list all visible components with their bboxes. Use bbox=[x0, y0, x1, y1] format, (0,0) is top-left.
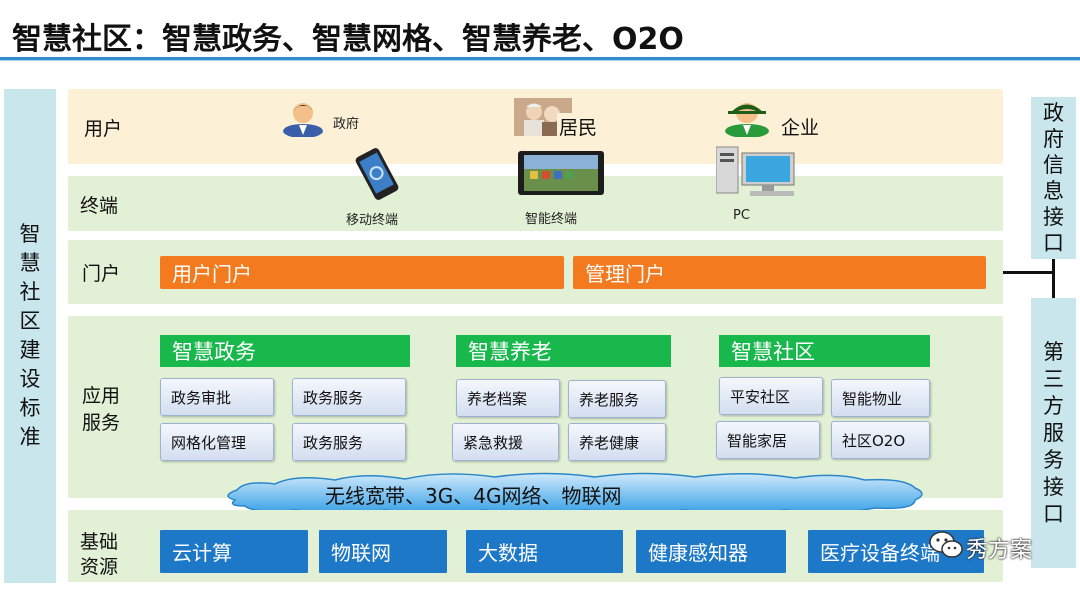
left-panel-char: 慧 bbox=[19, 251, 41, 275]
service-gov-service: 政务服务 bbox=[292, 378, 406, 416]
third-party-interface-panel: 第 三 方 服 务 接 口 bbox=[1031, 298, 1076, 568]
mobile-terminal-label: 移动终端 bbox=[346, 213, 399, 228]
third-party-char: 接 bbox=[1043, 474, 1064, 499]
smart-gov-header: 智慧政务 bbox=[160, 335, 410, 367]
service-gov-service-2: 政务服务 bbox=[292, 423, 406, 461]
network-cloud-label: 无线宽带、3G、4G网络、物联网 bbox=[325, 484, 622, 508]
smart-elder-header: 智慧养老 bbox=[456, 335, 671, 367]
gov-interface-char: 信 bbox=[1043, 153, 1064, 177]
service-safe-community: 平安社区 bbox=[719, 377, 823, 415]
gov-interface-char: 口 bbox=[1043, 231, 1064, 255]
service-community-o2o: 社区O2O bbox=[831, 421, 930, 459]
smart-community-header: 智慧社区 bbox=[719, 335, 930, 367]
left-standards-panel: 智 慧 社 区 建 设 标 准 bbox=[4, 89, 56, 583]
service-elder-records: 养老档案 bbox=[456, 379, 560, 417]
user-portal-bar: 用户门户 bbox=[160, 256, 564, 289]
tablet-icon bbox=[518, 151, 604, 195]
gov-interface-panel: 政 府 信 息 接 口 bbox=[1031, 97, 1076, 259]
mobile-phone-icon bbox=[355, 148, 399, 200]
base-resource-label-line1: 基础 bbox=[80, 531, 119, 553]
page-title: 智慧社区：智慧政务、智慧网格、智慧养老、O2O bbox=[12, 22, 684, 57]
gov-user-icon bbox=[283, 103, 323, 137]
third-party-char: 口 bbox=[1043, 501, 1064, 526]
gov-user-label: 政府 bbox=[333, 117, 360, 132]
title-underline bbox=[0, 57, 1080, 60]
third-party-char: 务 bbox=[1043, 447, 1064, 472]
base-resource-label-line2: 资源 bbox=[80, 556, 119, 578]
app-service-label-line2: 服务 bbox=[82, 412, 121, 434]
pc-label: PC bbox=[733, 208, 750, 223]
third-party-char: 服 bbox=[1043, 420, 1064, 445]
resource-cloud-computing: 云计算 bbox=[160, 530, 308, 573]
left-panel-char: 设 bbox=[19, 367, 41, 391]
gov-interface-char: 接 bbox=[1043, 205, 1064, 229]
service-smart-property: 智能物业 bbox=[831, 379, 930, 417]
service-elder-health: 养老健康 bbox=[568, 423, 666, 461]
enterprise-user-icon bbox=[725, 103, 769, 137]
third-party-char: 方 bbox=[1043, 393, 1064, 418]
terminal-layer-label: 终端 bbox=[80, 195, 119, 217]
left-panel-char: 社 bbox=[19, 280, 41, 304]
left-panel-char: 建 bbox=[19, 338, 41, 362]
left-panel-char: 标 bbox=[19, 396, 41, 420]
resident-user-label: 居民 bbox=[557, 113, 598, 140]
smart-terminal-label: 智能终端 bbox=[525, 212, 578, 227]
admin-portal-bar: 管理门户 bbox=[573, 256, 986, 289]
gov-interface-char: 府 bbox=[1043, 127, 1064, 151]
third-party-char: 三 bbox=[1043, 366, 1064, 391]
connector-line bbox=[988, 271, 1054, 274]
service-smart-home: 智能家居 bbox=[716, 421, 820, 459]
gov-interface-char: 政 bbox=[1043, 101, 1064, 125]
app-service-label-line1: 应用 bbox=[82, 385, 121, 407]
service-gov-approval: 政务审批 bbox=[160, 378, 274, 416]
user-layer-label: 用户 bbox=[84, 118, 123, 140]
left-panel-char: 智 bbox=[19, 222, 41, 246]
service-elder-service: 养老服务 bbox=[568, 380, 666, 418]
resource-health-sensor: 健康感知器 bbox=[636, 530, 786, 573]
wechat-icon bbox=[929, 531, 963, 558]
pc-icon bbox=[716, 146, 795, 196]
resource-iot: 物联网 bbox=[319, 530, 447, 573]
gov-interface-char: 息 bbox=[1043, 179, 1064, 203]
service-emergency-rescue: 紧急救援 bbox=[452, 423, 559, 461]
watermark-text: 秀方案 bbox=[966, 538, 1033, 563]
third-party-char: 第 bbox=[1043, 339, 1064, 364]
service-grid-management: 网格化管理 bbox=[160, 423, 274, 461]
portal-layer-label: 门户 bbox=[82, 263, 121, 285]
left-panel-char: 区 bbox=[19, 309, 41, 333]
resource-big-data: 大数据 bbox=[466, 530, 623, 573]
left-panel-char: 准 bbox=[19, 425, 41, 449]
connector-line bbox=[1052, 259, 1055, 298]
title-underline-light bbox=[0, 60, 1080, 61]
enterprise-user-label: 企业 bbox=[781, 117, 820, 139]
